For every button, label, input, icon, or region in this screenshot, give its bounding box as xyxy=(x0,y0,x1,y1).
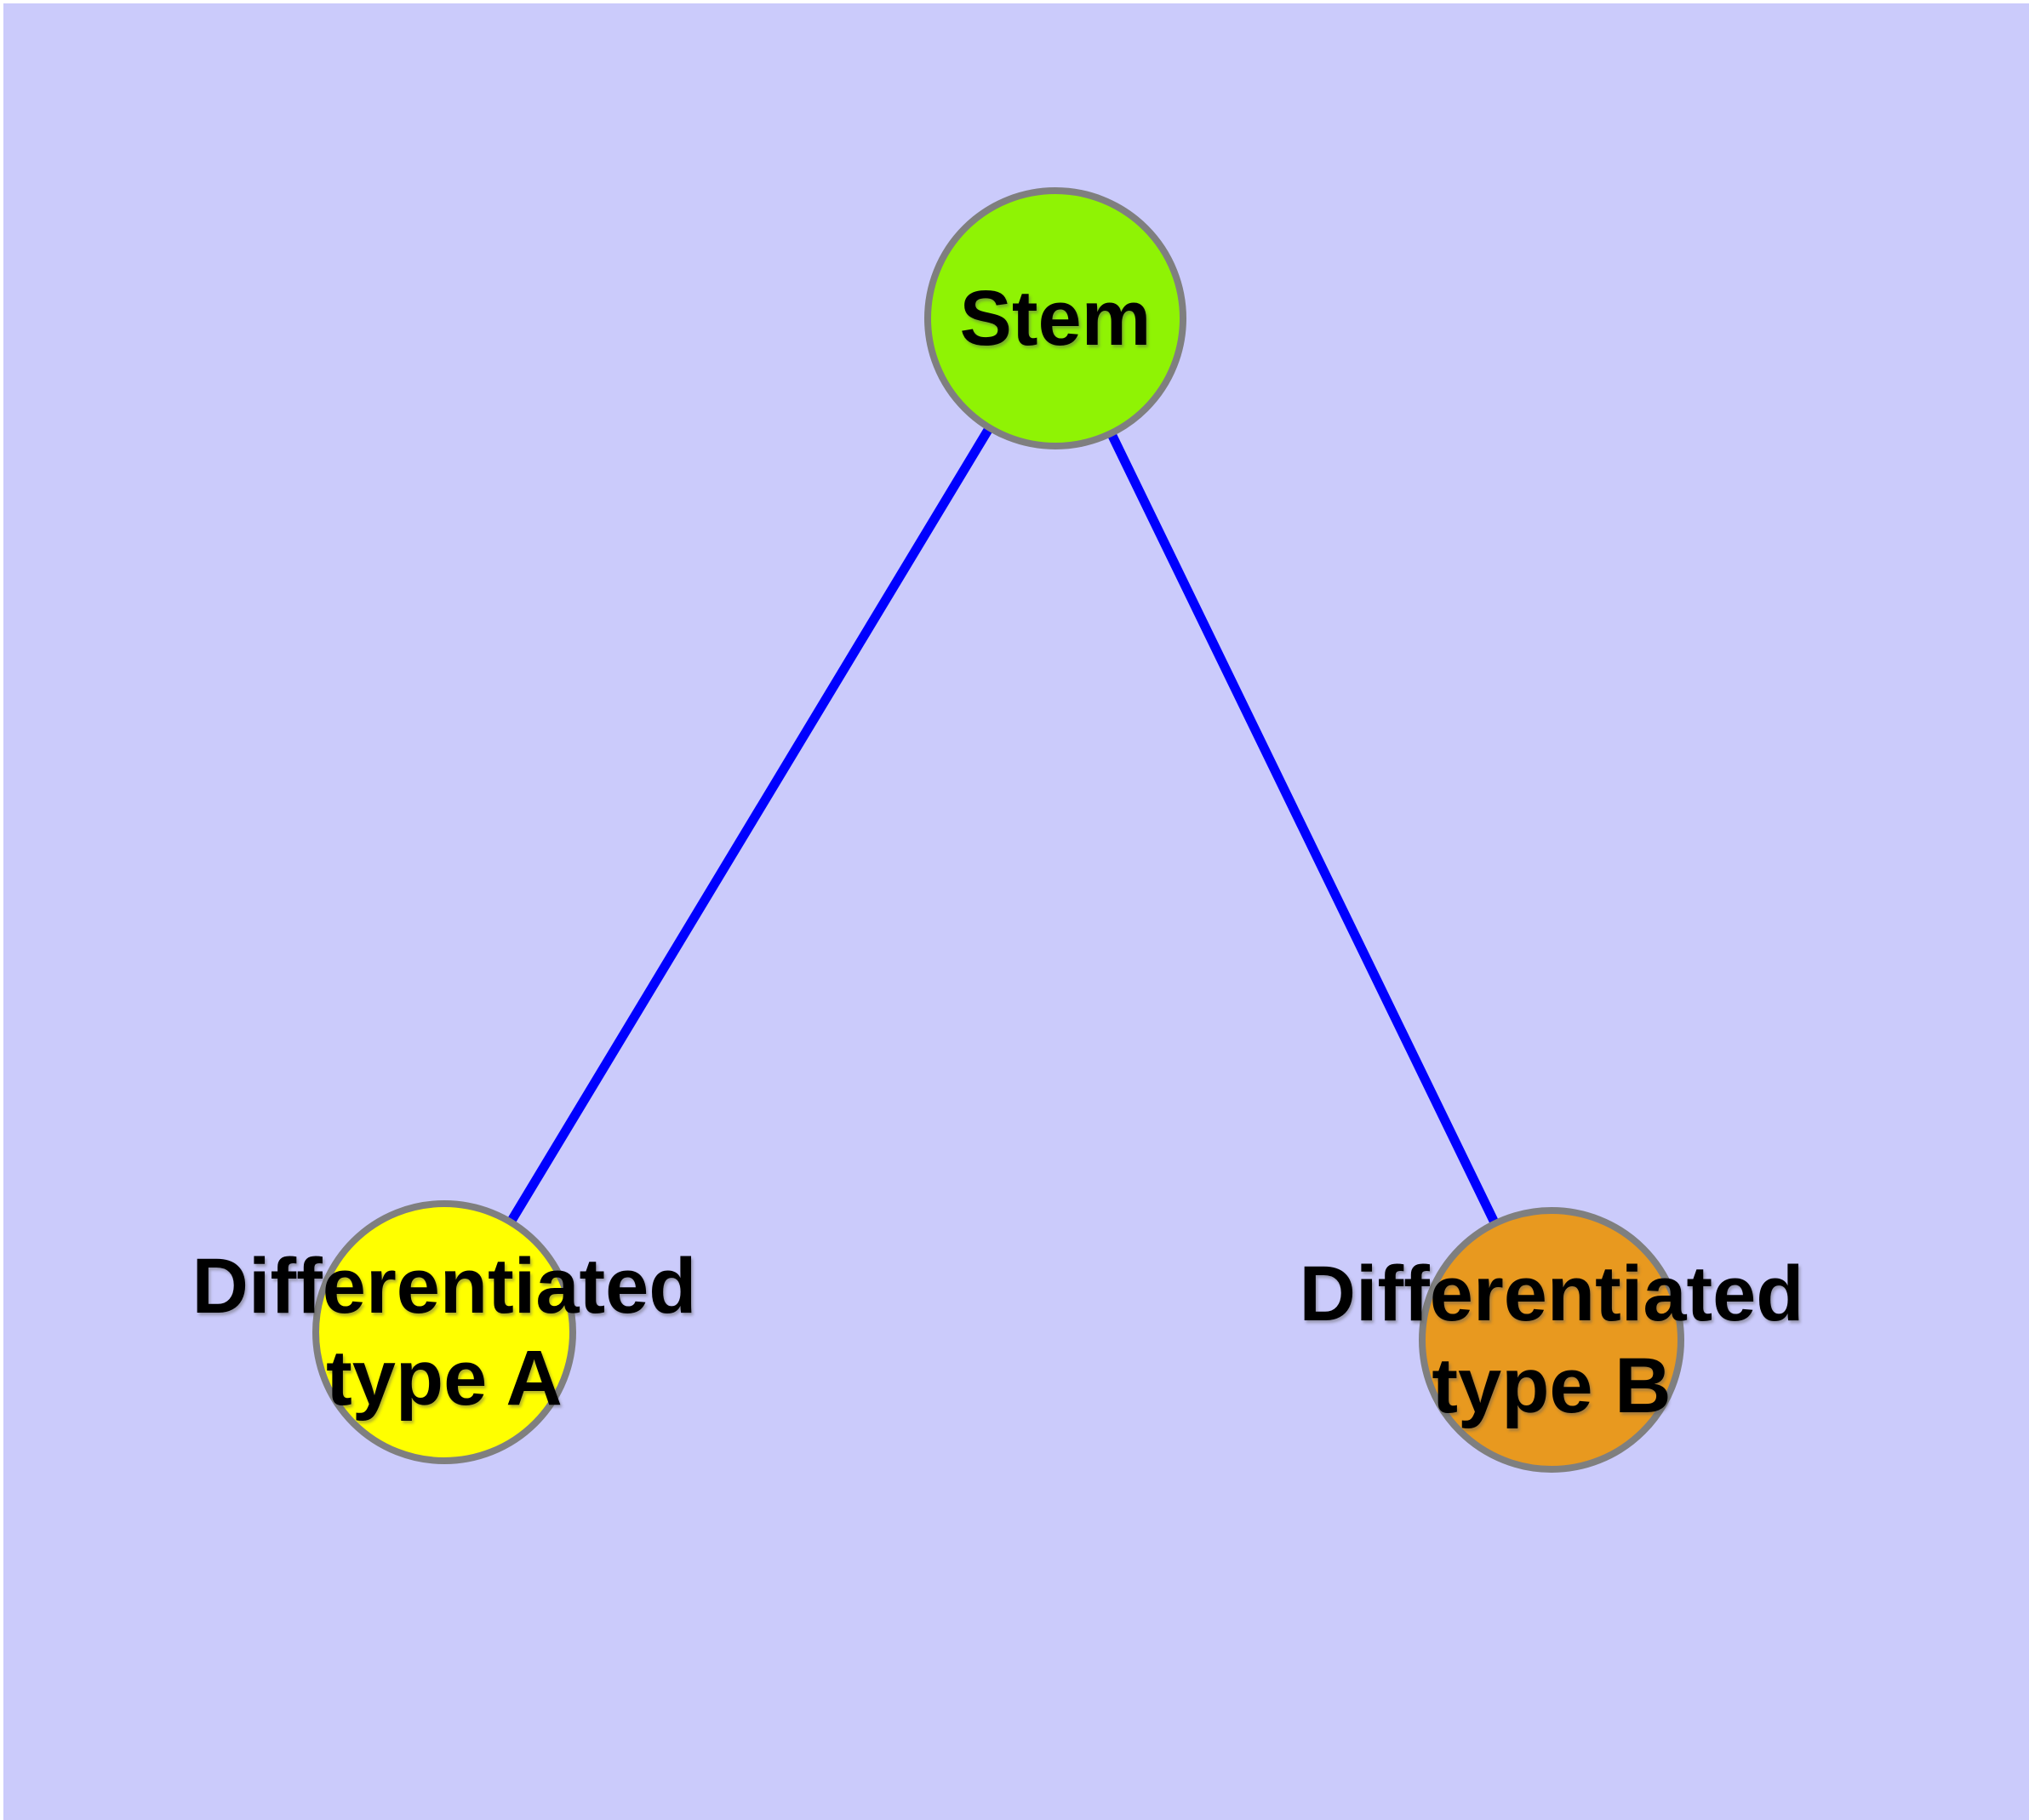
node-type-b-circle xyxy=(1419,1207,1684,1473)
node-stem-circle xyxy=(924,187,1186,449)
graph-svg xyxy=(312,187,1684,1473)
diagram-canvas: Stem Differentiated type A Differentiate… xyxy=(3,3,2029,1820)
node-type-a-circle xyxy=(312,1200,576,1464)
node-label-type-a-line2: type A xyxy=(326,1335,563,1422)
node-label-type-a-line1: Differentiated xyxy=(191,1243,697,1330)
edge-stem-to-type-b xyxy=(1051,316,1556,1342)
node-label-type-b-line2: type B xyxy=(1432,1342,1672,1429)
node-label-stem: Stem xyxy=(960,272,1152,364)
edge-stem-to-type-a xyxy=(440,316,1060,1335)
node-label-type-a: Differentiated type A xyxy=(192,1240,697,1424)
node-label-type-b-line1: Differentiated xyxy=(1299,1251,1804,1337)
node-label-type-b: Differentiated type B xyxy=(1300,1248,1804,1432)
node-label-stem-text: Stem xyxy=(959,275,1152,362)
